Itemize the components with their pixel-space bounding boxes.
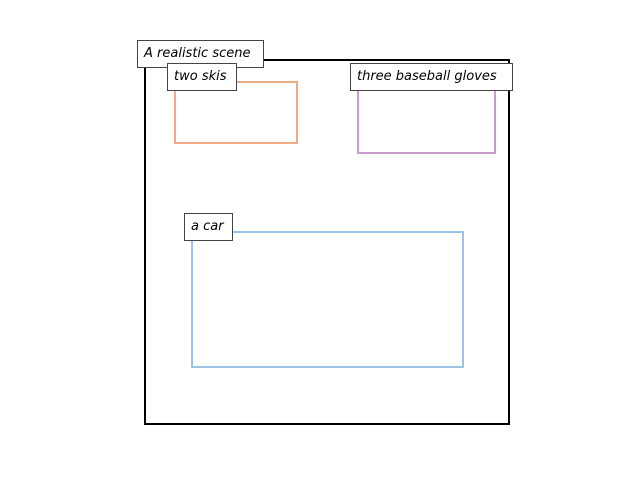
label-two-skis: two skis bbox=[167, 63, 237, 91]
label-a-car: a car bbox=[184, 213, 233, 241]
bbox-three-baseball-gloves bbox=[357, 81, 496, 154]
bbox-a-car bbox=[191, 231, 464, 368]
label-three-baseball-gloves: three baseball gloves bbox=[350, 63, 513, 91]
scene-frame bbox=[144, 59, 510, 425]
